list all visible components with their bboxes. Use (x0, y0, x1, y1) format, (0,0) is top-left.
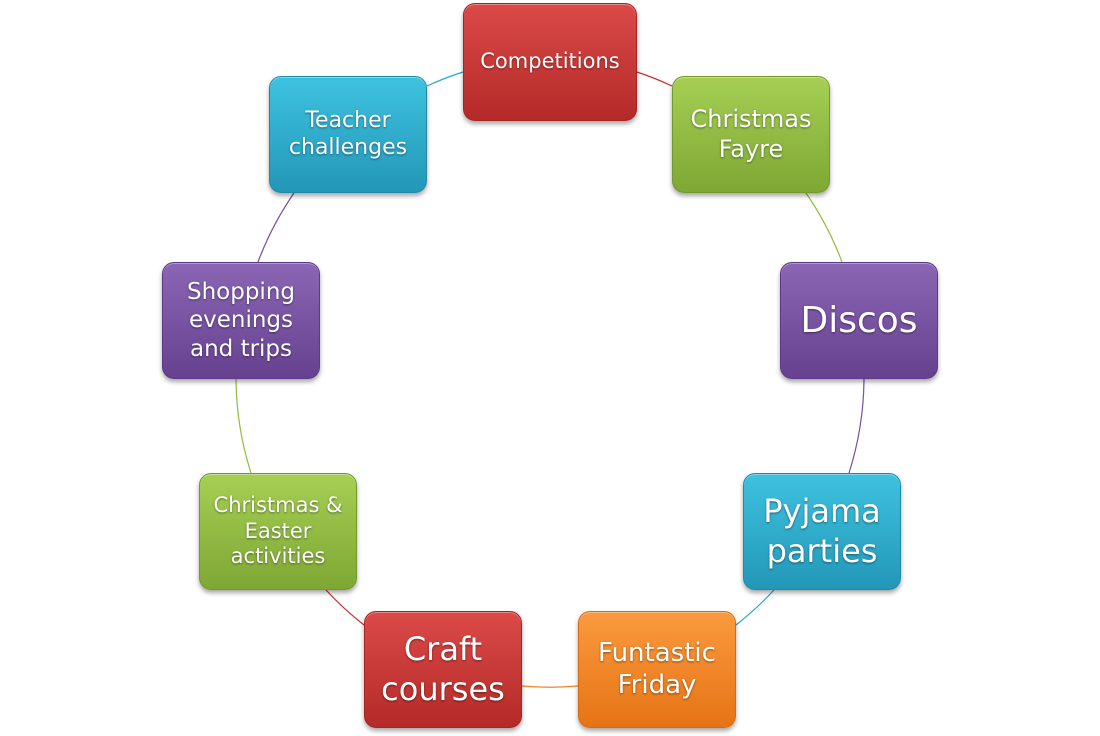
node-shopping-evenings-label: Shopping evenings and trips (186, 279, 295, 362)
node-pyjama-parties[interactable]: Pyjama parties (743, 473, 901, 590)
node-craft-courses[interactable]: Craft courses (364, 611, 522, 728)
node-christmas-easter-activities[interactable]: Christmas & Easter activities (199, 473, 357, 590)
node-funtastic-friday-label: Funtastic Friday (598, 637, 716, 700)
connector-pyjama-funtastic (735, 589, 775, 626)
node-funtastic-friday[interactable]: Funtastic Friday (578, 611, 736, 728)
node-discos[interactable]: Discos (780, 262, 938, 379)
node-shopping-evenings[interactable]: Shopping evenings and trips (162, 262, 320, 379)
node-christmas-fayre[interactable]: Christmas Fayre (672, 76, 830, 193)
node-teacher-challenges[interactable]: Teacher challenges (269, 76, 427, 193)
connector-shopping-teacher (257, 192, 295, 263)
node-pyjama-parties-label: Pyjama parties (763, 492, 881, 570)
connector-christmas-fayre-discos (805, 192, 843, 263)
connector-craft-christmas-easter (325, 589, 365, 626)
node-christmas-fayre-label: Christmas Fayre (690, 105, 812, 163)
connector-funtastic-craft (521, 685, 579, 688)
connector-discos-pyjama (848, 378, 865, 474)
node-competitions[interactable]: Competitions (463, 3, 637, 121)
node-competitions-label: Competitions (480, 49, 620, 74)
node-craft-courses-label: Craft courses (381, 630, 505, 708)
node-christmas-easter-activities-label: Christmas & Easter activities (213, 493, 343, 569)
node-discos-label: Discos (800, 299, 918, 341)
connector-teacher-competitions (426, 71, 464, 87)
node-teacher-challenges-label: Teacher challenges (288, 107, 408, 160)
connector-competitions-christmas-fayre (636, 71, 673, 87)
connector-christmas-easter-shopping (235, 378, 252, 474)
